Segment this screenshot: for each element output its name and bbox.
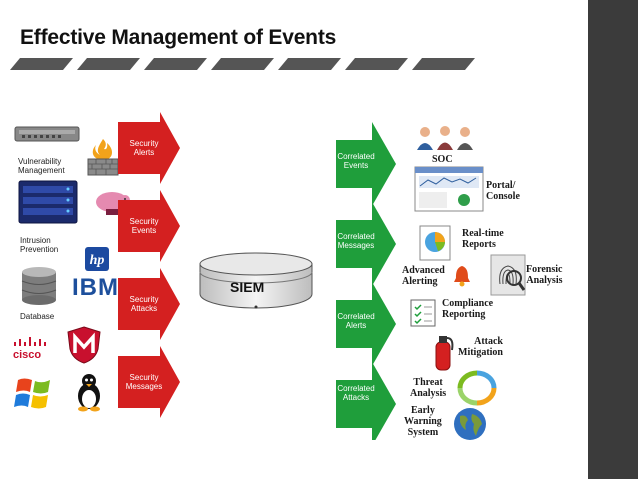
- cisco-bridge-icon: [14, 337, 46, 346]
- siem-label: SIEM: [230, 279, 265, 295]
- green-arrow-1-label: Correlated Events: [337, 152, 375, 171]
- green-arrow-2: [336, 202, 396, 286]
- siem-cylinder: [199, 252, 313, 309]
- early-warning-system-label: Early Warning System: [404, 405, 442, 438]
- title-underline-stripes: [10, 58, 475, 70]
- red-arrow-2: [118, 190, 180, 262]
- hp-logo-icon: hp: [85, 247, 109, 271]
- attack-mitigation-label: Attack Mitigation: [458, 336, 503, 358]
- alert-bell-icon: [454, 266, 470, 287]
- green-arrows: [336, 122, 396, 440]
- database-label: Database: [20, 312, 55, 321]
- network-appliance-icon: [14, 126, 80, 142]
- ibm-logo: IBM: [72, 274, 119, 301]
- intrusion-prevention-label: Intrusion Prevention: [20, 236, 59, 255]
- red-arrow-1: [118, 112, 180, 184]
- portal-console-label: Portal/ Console: [486, 180, 520, 202]
- green-arrow-2-label: Correlated Messages: [337, 232, 375, 251]
- green-arrow-4-label: Correlated Attacks: [337, 384, 375, 403]
- vulnerability-management-label: Vulnerability Management: [18, 157, 65, 176]
- realtime-reports-label: Real-time Reports: [462, 228, 504, 250]
- threat-analysis-label: Threat Analysis: [410, 377, 447, 399]
- portal-console-screenshot-icon: [414, 166, 484, 212]
- globe-icon: [454, 408, 486, 440]
- dark-sidebar: [588, 0, 638, 479]
- cisco-logo: cisco: [13, 349, 42, 361]
- forensic-fingerprint-icon: [490, 254, 526, 296]
- soc-people-icon: [417, 126, 473, 150]
- red-arrow-3-label: Security Attacks: [129, 295, 159, 314]
- cycle-arrows-icon: [457, 370, 497, 406]
- advanced-alerting-label: Advanced Alerting: [402, 265, 445, 287]
- compliance-checklist-icon: [410, 299, 436, 327]
- green-arrow-3: [336, 282, 396, 366]
- svg-text:hp: hp: [90, 253, 105, 268]
- realtime-reports-icon: [419, 225, 451, 261]
- server-icon: [18, 180, 78, 224]
- red-arrow-4: [118, 346, 180, 418]
- soc-label: SOC: [432, 154, 453, 165]
- slide-title: Effective Management of Events: [20, 26, 337, 49]
- red-arrow-4-label: Security Messages: [125, 373, 163, 392]
- mcafee-shield-icon: [67, 326, 101, 364]
- red-arrow-3: [118, 268, 180, 340]
- database-icon: [21, 267, 57, 305]
- red-arrows: [118, 112, 180, 418]
- red-arrow-2-label: Security Events: [129, 217, 159, 236]
- green-arrow-3-label: Correlated Alerts: [337, 312, 375, 331]
- windows-logo-icon: [14, 378, 50, 409]
- linux-tux-icon: [78, 374, 100, 412]
- firewall-icon: [87, 139, 119, 176]
- forensic-analysis-label: Forensic Analysis: [526, 264, 563, 286]
- compliance-reporting-label: Compliance Reporting: [442, 298, 494, 320]
- red-arrow-1-label: Security Alerts: [129, 139, 159, 158]
- green-arrow-1: [336, 122, 396, 206]
- fire-extinguisher-icon: [435, 336, 454, 371]
- green-arrow-4: [336, 362, 396, 440]
